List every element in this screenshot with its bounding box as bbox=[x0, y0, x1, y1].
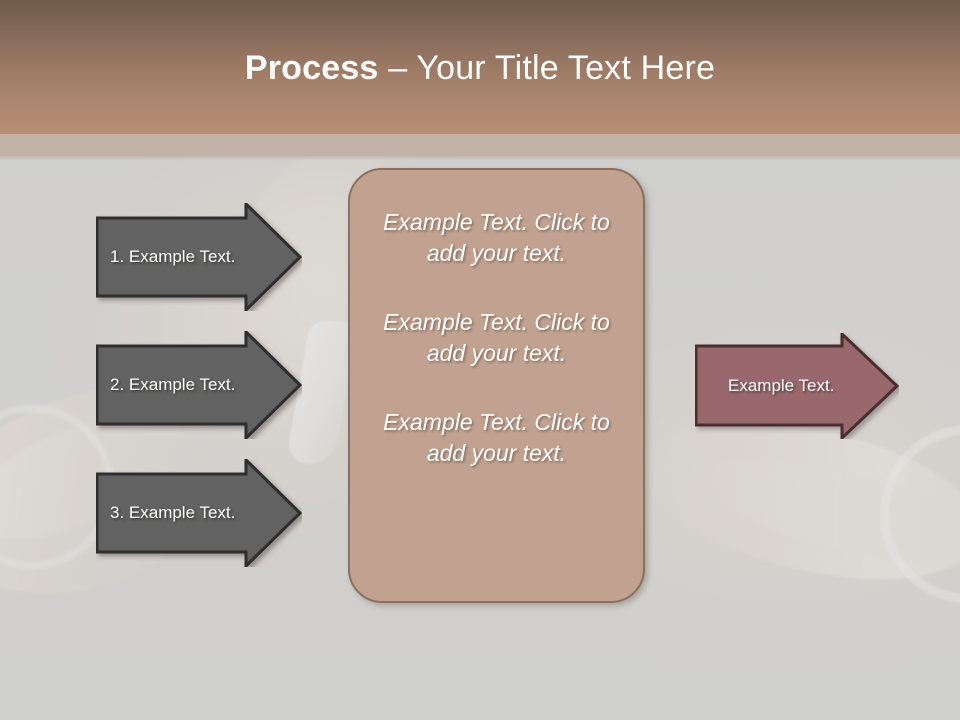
process-step-arrow-2[interactable]: 2. Example Text. bbox=[96, 331, 302, 439]
title-banner bbox=[0, 0, 960, 134]
page-title-strong: Process bbox=[244, 49, 379, 87]
page-title-rest: – Your Title Text Here bbox=[378, 49, 716, 87]
title-banner-shadow bbox=[0, 156, 960, 160]
process-detail-paragraph-1: Example Text. Click to add your text. bbox=[383, 209, 610, 266]
process-step-arrow-3[interactable]: 3. Example Text. bbox=[96, 459, 302, 567]
process-result-arrow-label: Example Text. bbox=[728, 376, 835, 395]
process-result-arrow[interactable]: Example Text. bbox=[695, 333, 899, 439]
process-detail-box[interactable]: Example Text. Click to add your text. Ex… bbox=[348, 168, 645, 603]
process-step-arrow-2-label: 2. Example Text. bbox=[110, 375, 236, 394]
arrow-right-shape-icon bbox=[96, 459, 302, 567]
process-step-arrow-3-label: 3. Example Text. bbox=[110, 503, 236, 522]
process-step-arrow-1[interactable]: 1. Example Text. bbox=[96, 203, 302, 311]
page-title: Process – Your Title Text Here bbox=[0, 46, 960, 90]
arrow-right-shape-icon bbox=[96, 203, 302, 311]
process-step-arrow-1-label: 1. Example Text. bbox=[110, 247, 236, 266]
process-detail-paragraph-3: Example Text. Click to add your text. bbox=[383, 409, 610, 466]
arrow-right-shape-icon bbox=[96, 331, 302, 439]
title-banner-accent-band bbox=[0, 134, 960, 156]
process-detail-paragraph-2: Example Text. Click to add your text. bbox=[383, 309, 610, 366]
arrow-right-shape-icon bbox=[695, 333, 899, 439]
